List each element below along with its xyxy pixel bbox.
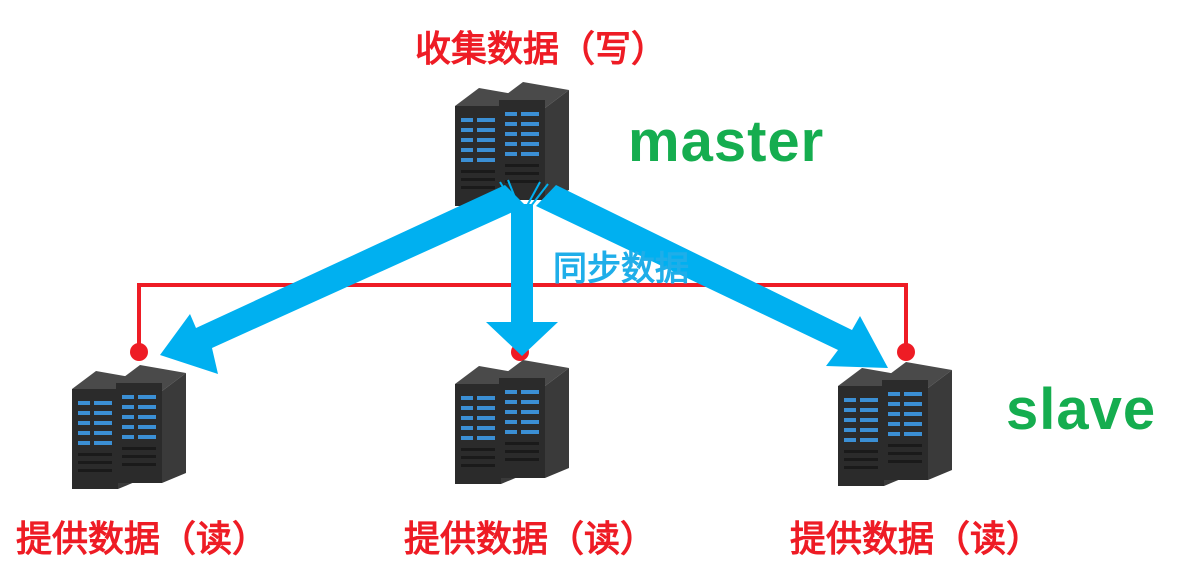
sync-arrows bbox=[160, 185, 888, 374]
slave-caption-right: 提供数据（读） bbox=[790, 519, 1043, 560]
server-icon-slave-left bbox=[72, 365, 186, 489]
slave-caption-left: 提供数据（读） bbox=[16, 519, 269, 560]
read-link-dot-right bbox=[897, 343, 915, 361]
server-icon-slave-middle bbox=[455, 360, 569, 484]
master-role-label: master bbox=[628, 109, 825, 174]
sync-fan-lines bbox=[499, 179, 549, 216]
sync-arrow-middle bbox=[486, 204, 558, 356]
sync-arrow-left bbox=[160, 185, 526, 374]
slave-role-label: slave bbox=[1006, 377, 1157, 442]
slave-caption-middle: 提供数据（读） bbox=[404, 519, 657, 560]
sync-label: 同步数据 bbox=[553, 249, 689, 289]
read-link-dot-left bbox=[130, 343, 148, 361]
server-icon-slave-right bbox=[838, 362, 952, 486]
sync-arrow-right bbox=[536, 185, 888, 368]
master-caption: 收集数据（写） bbox=[415, 29, 668, 70]
